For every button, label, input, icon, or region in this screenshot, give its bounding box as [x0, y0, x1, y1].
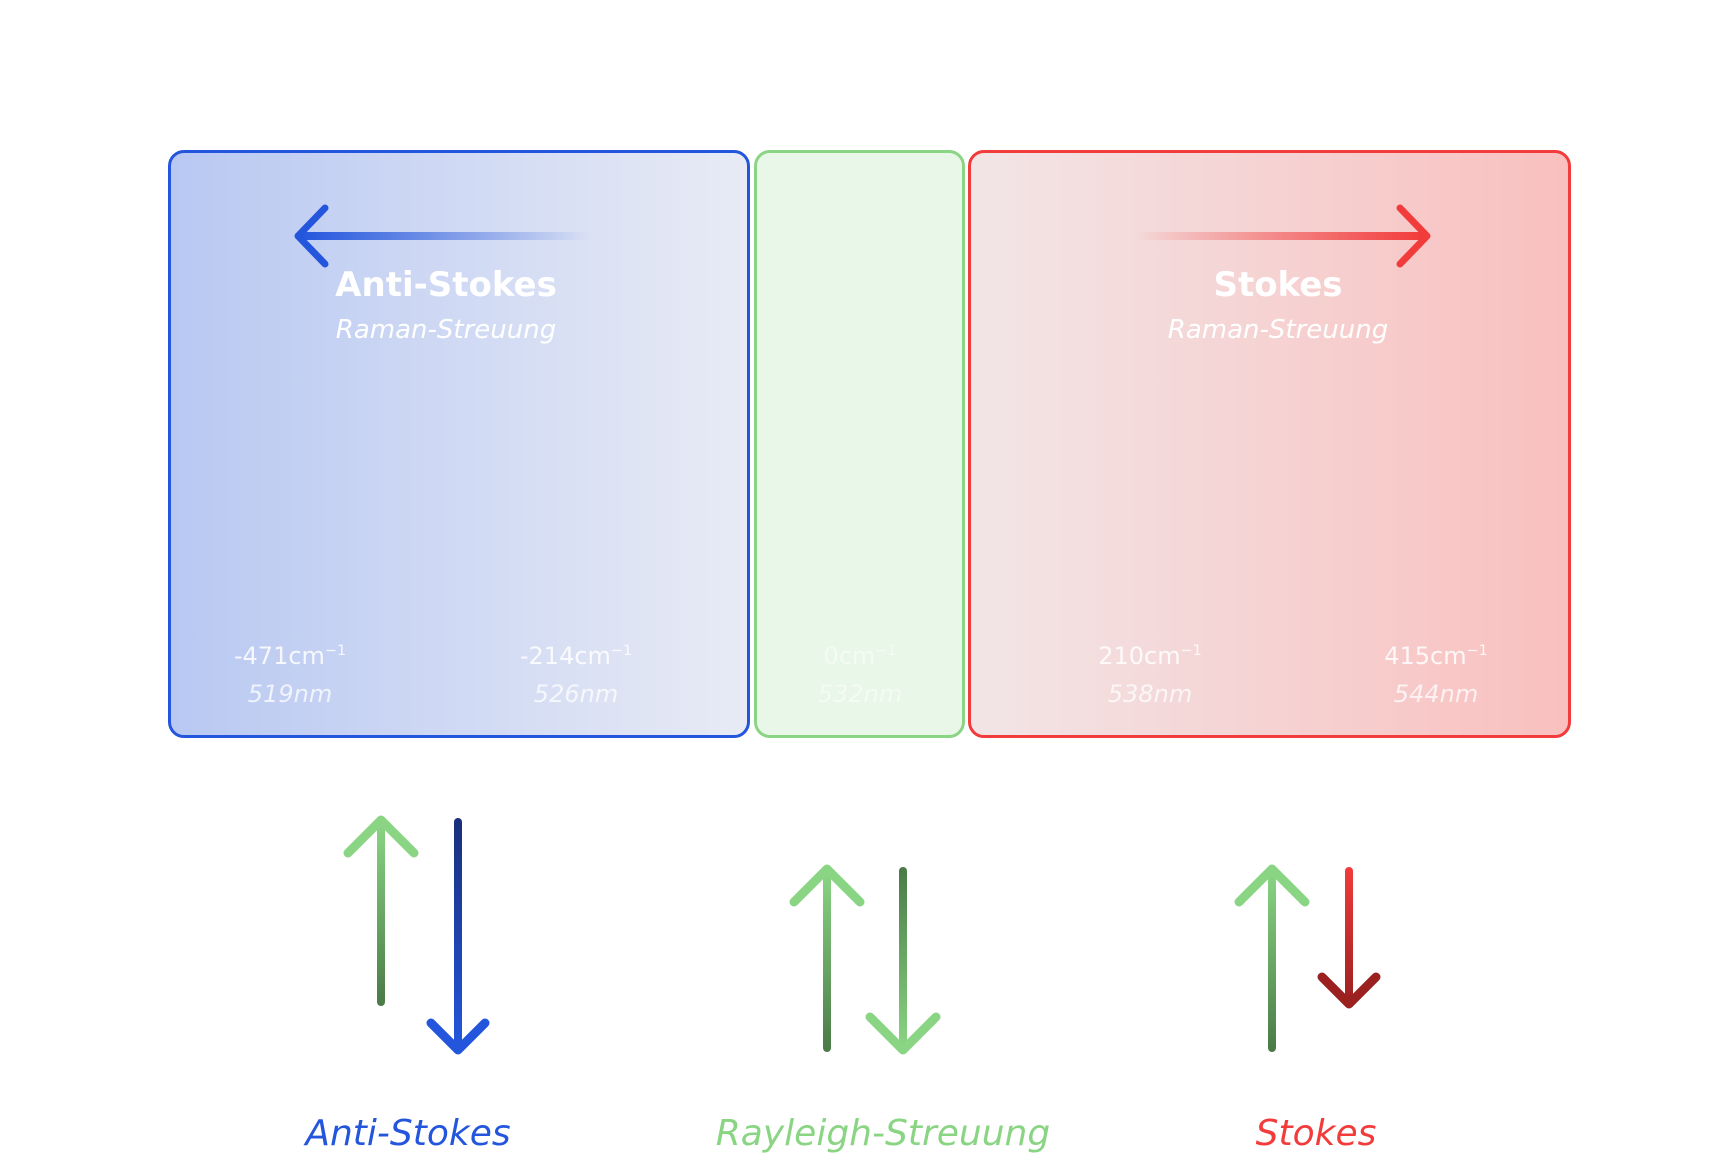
anti-stokes-direction-arrow-icon: [294, 204, 590, 268]
legend-anti-stokes: Anti-Stokes: [305, 1113, 511, 1154]
anti-stokes-scattered-arrow-icon: [426, 818, 490, 1055]
stokes-title: Stokes: [1213, 265, 1343, 305]
stokes-scattered-arrow-icon: [1317, 867, 1381, 1009]
shift-label: 415cm−1: [1384, 642, 1488, 670]
anti-stokes-panel: [168, 150, 750, 738]
anti-stokes-incident-arrow-icon: [343, 815, 419, 1006]
stokes-direction-arrow-icon: [1134, 204, 1431, 268]
anti-stokes-title: Anti-Stokes: [335, 265, 557, 305]
wavelength-label: 538nm: [1107, 680, 1193, 708]
rayleigh-incident-arrow-icon: [789, 864, 865, 1052]
stokes-subtitle: Raman-Streuung: [1167, 315, 1389, 345]
rayleigh-panel: [754, 150, 965, 738]
stokes-panel: [968, 150, 1571, 738]
stokes-incident-arrow-icon: [1234, 864, 1310, 1052]
anti-stokes-subtitle: Raman-Streuung: [335, 315, 557, 345]
shift-label: -214cm−1: [519, 642, 633, 670]
shift-label: 210cm−1: [1098, 642, 1202, 670]
legend-rayleigh: Rayleigh-Streuung: [715, 1113, 1051, 1154]
wavelength-label: 544nm: [1393, 680, 1479, 708]
legend-stokes: Stokes: [1255, 1113, 1377, 1154]
wavelength-label: 532nm: [817, 680, 903, 708]
wavelength-label: 519nm: [247, 680, 333, 708]
shift-label: 0cm−1: [823, 642, 897, 670]
wavelength-label: 526nm: [533, 680, 619, 708]
rayleigh-scattered-arrow-icon: [865, 867, 941, 1055]
shift-label: -471cm−1: [233, 642, 347, 670]
